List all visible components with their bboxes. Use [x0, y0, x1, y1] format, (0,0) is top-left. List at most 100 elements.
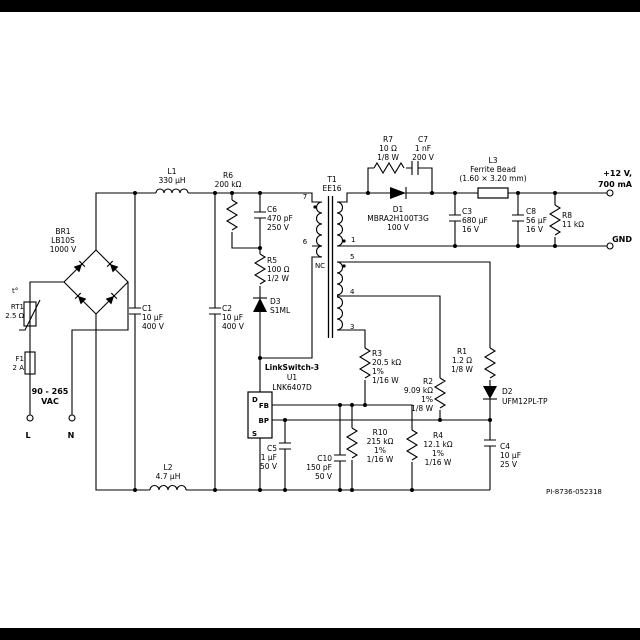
- r6-ref: R6: [223, 171, 233, 180]
- l3-v1: Ferrite Bead: [470, 165, 516, 174]
- c4-v1: 10 μF: [500, 451, 521, 460]
- r10-ref: R10: [373, 428, 388, 437]
- r5-ref: R5: [267, 256, 277, 265]
- c8-v1: 56 μF: [526, 216, 547, 225]
- t1-pin6: 6: [303, 238, 308, 246]
- d3-ref: D3: [270, 297, 281, 306]
- inductor-l2-symbol: [149, 484, 187, 491]
- gnd-label: GND: [612, 235, 632, 244]
- c10-v2: 50 V: [315, 472, 333, 481]
- r3-ref: R3: [372, 349, 382, 358]
- primary-phase-dot: [313, 205, 317, 209]
- r3-v3: 1/16 W: [372, 376, 399, 385]
- c4-v2: 25 V: [500, 460, 518, 469]
- u1-pin-bp: BP: [259, 417, 269, 425]
- l3-v2: (1.60 × 3.20 mm): [459, 174, 526, 183]
- br1-value: 1000 V: [50, 245, 77, 254]
- inductor-l1-symbol: [155, 188, 189, 194]
- br1-ref: BR1: [55, 227, 70, 236]
- r5-v1: 100 Ω: [267, 265, 290, 274]
- t1-nc: NC: [315, 262, 325, 270]
- t1-pin5: 5: [350, 253, 354, 261]
- thermistor-symbol: [19, 299, 41, 331]
- neutral-label: N: [68, 431, 75, 440]
- d1-value: 100 V: [387, 223, 410, 232]
- c5-ref: C5: [267, 444, 277, 453]
- r8-ref: R8: [562, 211, 572, 220]
- r3-v2: 1%: [372, 367, 384, 376]
- u1-ref: U1: [287, 373, 297, 382]
- neutral-terminal: [68, 414, 76, 422]
- input-voltage-range: 90 - 265: [32, 387, 69, 396]
- r1-v1: 1.2 Ω: [452, 356, 472, 365]
- output-current-label: 700 mA: [598, 180, 633, 189]
- l1-value: 330 μH: [158, 176, 185, 185]
- d2-ref: D2: [502, 387, 513, 396]
- u1-part: LNK6407D: [272, 383, 312, 392]
- f1-ref: F1: [16, 355, 24, 363]
- c7-ref: C7: [418, 135, 428, 144]
- r10-v2: 1%: [374, 446, 386, 455]
- document-number: PI-8736-052318: [546, 488, 602, 496]
- l3-ref: L3: [489, 156, 498, 165]
- r2-v1: 9.09 kΩ: [404, 386, 433, 395]
- c5-v2: 50 V: [260, 462, 278, 471]
- u1-family-name: LinkSwitch-3: [265, 363, 319, 372]
- c3-v1: 680 μF: [462, 216, 488, 225]
- c1-v2: 400 V: [142, 322, 165, 331]
- c8-ref: C8: [526, 207, 536, 216]
- t1-core: EE16: [322, 184, 341, 193]
- thermistor-t-label: t°: [12, 287, 18, 295]
- f1-value: 2 A: [13, 364, 25, 372]
- transformer-symbol: [313, 196, 346, 338]
- ferrite-bead-symbol: [477, 187, 509, 199]
- c6-ref: C6: [267, 205, 277, 214]
- d3-part: S1ML: [270, 306, 291, 315]
- junction-dots: [133, 191, 557, 492]
- u1-pin-s: S: [252, 430, 257, 438]
- bridge-rectifier-symbol: [63, 249, 129, 315]
- t1-pin4: 4: [350, 288, 355, 296]
- c6-v2: 250 V: [267, 223, 290, 232]
- l1-ref: L1: [168, 167, 177, 176]
- r6-v1: 200 kΩ: [215, 180, 242, 189]
- c10-v1: 150 pF: [306, 463, 332, 472]
- u1-ic-body: [247, 391, 273, 439]
- r2-v3: 1/8 W: [411, 404, 433, 413]
- c7-v1: 1 nF: [415, 144, 431, 153]
- r7-ref: R7: [383, 135, 393, 144]
- t1-pin1: 1: [351, 236, 355, 244]
- r3-v1: 20.5 kΩ: [372, 358, 401, 367]
- c3-v2: 16 V: [462, 225, 480, 234]
- labels: t° RT1 2.5 Ω F1 2 A 90 - 265 VAC L N BR1…: [5, 135, 633, 496]
- r7-v1: 10 Ω: [379, 144, 397, 153]
- output-ground-terminal: [606, 242, 614, 250]
- fuse-symbol: [24, 351, 36, 375]
- l2-value: 4.7 μH: [156, 472, 181, 481]
- r2-ref: R2: [423, 377, 433, 386]
- d1-part: MBRA2H100T3G: [367, 214, 429, 223]
- diode-d2-symbol: [483, 386, 497, 400]
- c7-v2: 200 V: [412, 153, 435, 162]
- line-label: L: [25, 431, 30, 440]
- r7-v2: 1/8 W: [377, 153, 399, 162]
- r4-v3: 1/16 W: [425, 458, 452, 467]
- c2-ref: C2: [222, 304, 232, 313]
- output-voltage-label: +12 V,: [603, 169, 632, 178]
- r1-ref: R1: [457, 347, 467, 356]
- br1-part: LB10S: [51, 236, 75, 245]
- r8-v1: 11 kΩ: [562, 220, 584, 229]
- c3-ref: C3: [462, 207, 472, 216]
- d1-ref: D1: [393, 205, 404, 214]
- r1-v2: 1/8 W: [451, 365, 473, 374]
- c8-v2: 16 V: [526, 225, 544, 234]
- r10-v3: 1/16 W: [367, 455, 394, 464]
- t1-pin7: 7: [303, 193, 307, 201]
- rt1-value: 2.5 Ω: [5, 312, 24, 320]
- l2-ref: L2: [164, 463, 173, 472]
- capacitor-plates: [129, 161, 524, 462]
- bias-phase-dot: [342, 264, 346, 268]
